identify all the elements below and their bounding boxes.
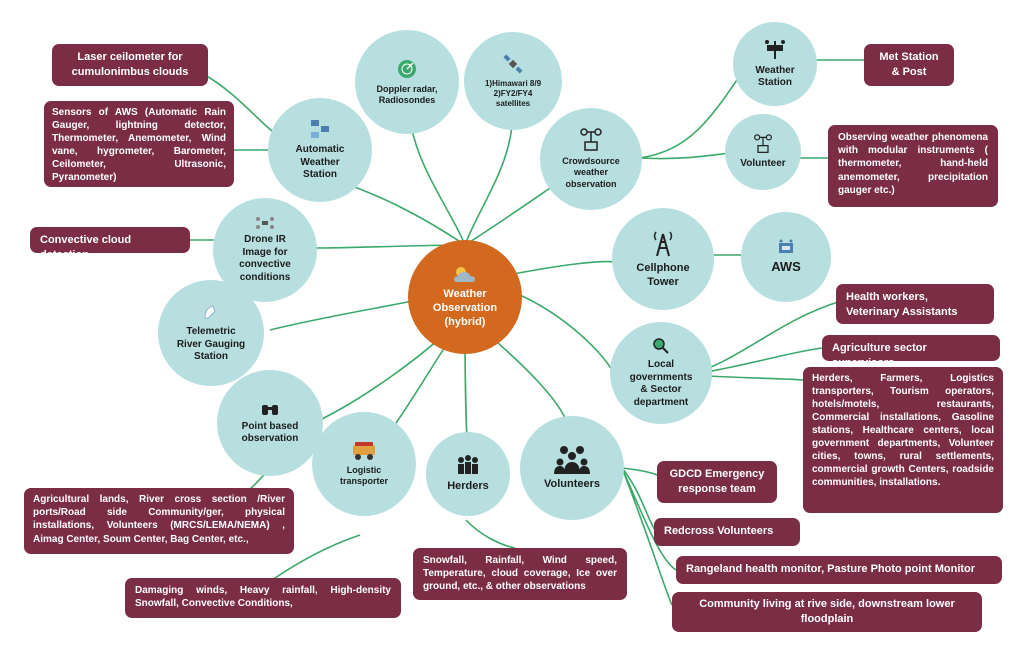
crowdsource-label: Crowdsource weather observation [562,156,620,189]
box-redcross: Redcross Volunteers [654,518,800,546]
node-volunteers: Volunteers [520,416,624,520]
box-damaging: Damaging winds, Heavy rainfall, High-den… [125,578,401,618]
box-sensors: Sensors of AWS (Automatic Rain Gauger, l… [44,101,234,187]
telemetric-label: Telemetric River Gauging Station [176,326,246,363]
node-herders: Herders [426,432,510,516]
sensor-icon [779,239,793,253]
box-herders-list: Herders, Farmers, Logistics transporters… [803,367,1003,513]
node-doppler: Doppler radar, Radiosondes [355,30,459,134]
volunteer-label: Volunteer [740,157,786,169]
people-group-icon [458,455,478,475]
node-weather-station: Weather Station [733,22,817,106]
doppler-label: Doppler radar, Radiosondes [376,83,438,105]
logistic-label: Logistic transporter [339,464,388,486]
node-logistic: Logistic transporter [312,412,416,516]
herders-label: Herders [447,480,489,493]
center-node: Weather Observation (hybrid) [408,240,522,354]
instrument-icon [580,128,602,151]
weather-station-icon [765,39,785,59]
box-snowfall: Snowfall, Rainfall, Wind speed, Temperat… [413,548,627,600]
people-icon [554,446,590,475]
aws-small-label: AWS [771,258,801,274]
box-health: Health workers, Veterinary Assistants [836,284,994,324]
box-rangeland: Rangeland health monitor, Pasture Photo … [676,556,1002,584]
node-point: Point based observation [217,370,323,476]
local-gov-label: Local governments & Sector department [629,359,693,408]
box-met-station: Met Station & Post [864,44,954,86]
node-volunteer: Volunteer [725,114,801,190]
gauge-hand-icon [204,305,216,319]
node-local-gov: Local governments & Sector department [610,322,712,424]
drone-icon [256,217,274,229]
radar-icon [398,59,416,78]
truck-icon [353,441,375,460]
box-agri-sup: Agriculture sector supervisors [822,335,1000,369]
magnifier-icon [653,338,669,354]
node-aws-station: Automatic Weather Station [268,98,372,202]
node-crowdsource: Crowdsource weather observation [540,108,642,210]
node-cellphone: Cellphone Tower [612,208,714,310]
instrument-icon [754,133,772,153]
box-observing: Observing weather phenomena with modular… [828,125,998,207]
node-telemetric: Telemetric River Gauging Station [158,280,264,386]
point-label: Point based observation [241,420,299,445]
cellphone-label: Cellphone Tower [636,262,690,288]
server-icon [311,120,329,139]
volunteers-label: Volunteers [543,478,601,491]
aws-station-label: Automatic Weather Station [295,144,345,181]
center-label: Weather Observation (hybrid) [432,288,498,328]
box-agri-lands: Agricultural lands, River cross section … [24,488,294,554]
antenna-tower-icon [653,231,673,257]
binoculars-icon [262,404,278,415]
satellite-icon [503,54,523,74]
box-laser: Laser ceilometer for cumulonimbus clouds [52,44,208,86]
node-himawari: 1)Himawari 8/9 2)FY2/FY4 satellites [464,32,562,130]
box-community: Community living at rive side, downstrea… [672,592,982,632]
box-convective: Convective cloud detection [30,227,190,261]
cloud-sun-icon [454,267,475,283]
box-gdcd: GDCD Emergency response team [657,461,777,503]
himawari-label: 1)Himawari 8/9 2)FY2/FY4 satellites [484,79,542,108]
node-aws-small: AWS [741,212,831,302]
weather-station-label: Weather Station [755,64,795,89]
drone-label: Drone IR Image for convective conditions [239,234,291,283]
